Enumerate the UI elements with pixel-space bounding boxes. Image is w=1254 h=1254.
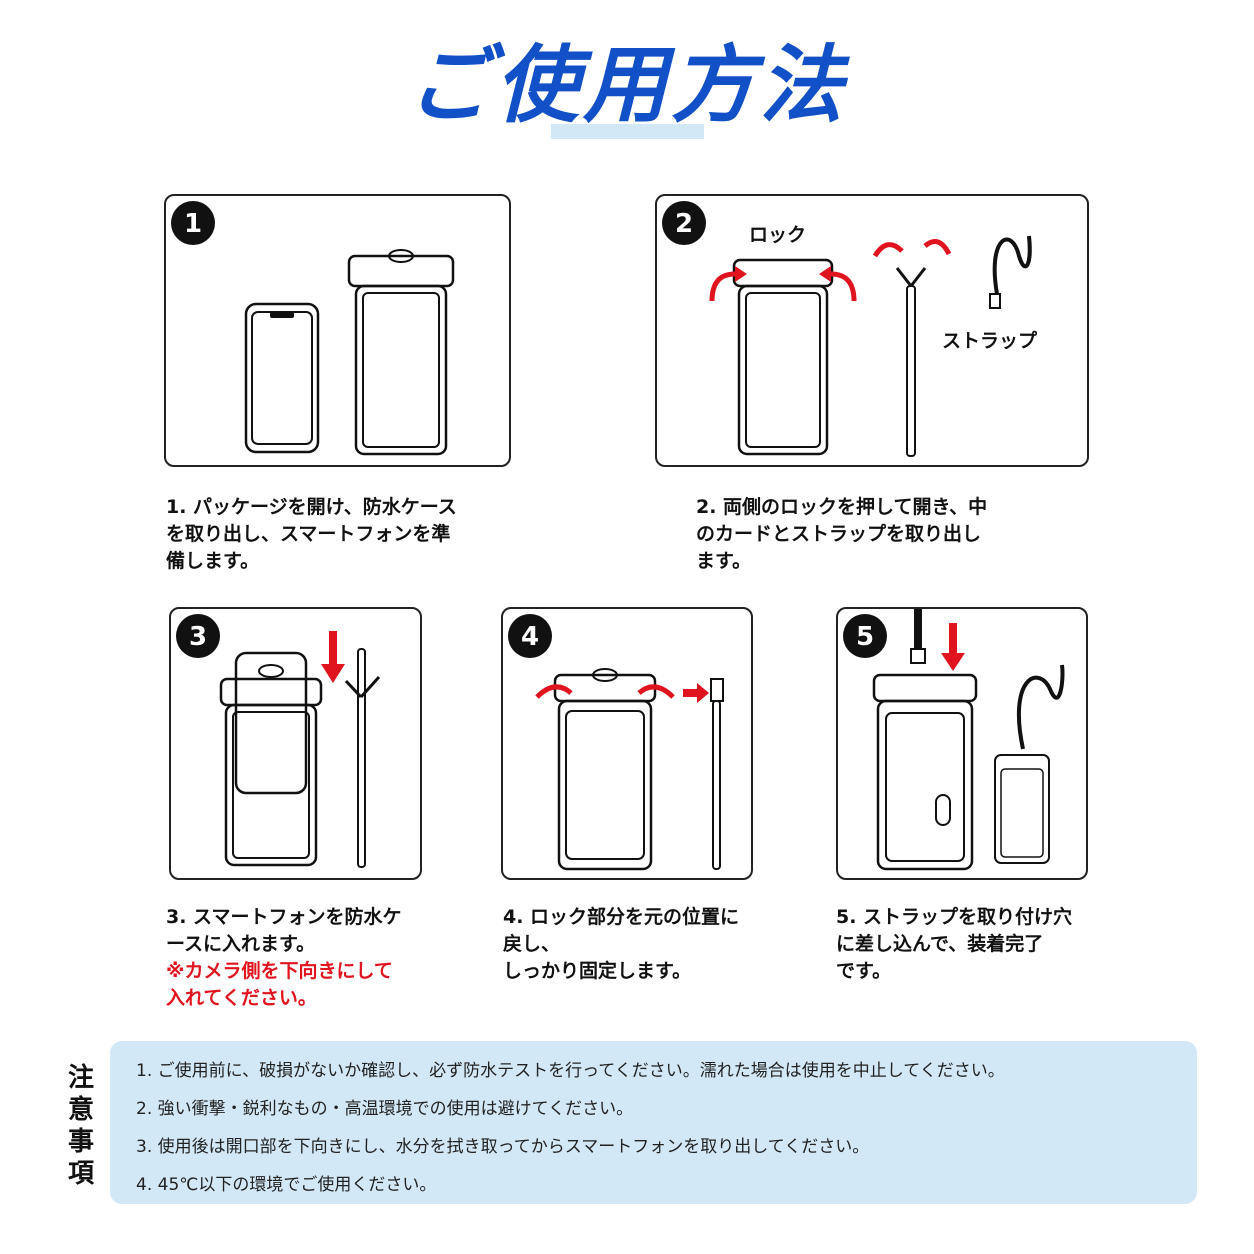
step-2-text: 2. 両側のロックを押して開き、中 のカードとストラップを取り出し ます。 bbox=[696, 496, 988, 572]
step-3-text: 3. スマートフォンを防水ケ ースに入れます。 bbox=[166, 906, 402, 955]
step-1-text: 1. パッケージを開け、防水ケース を取り出し、スマートフォンを準 備します。 bbox=[166, 496, 457, 572]
step-5-illustration: 5 bbox=[843, 609, 1065, 871]
step-1-illustration: 1 bbox=[171, 201, 455, 456]
notes-box bbox=[110, 1041, 1197, 1204]
step-2-illustration: 2 bbox=[662, 201, 1032, 457]
step-3-illustration: 3 bbox=[176, 614, 381, 868]
lock-label: ロック bbox=[749, 224, 807, 246]
notes-heading: 注意事項 bbox=[67, 1063, 94, 1189]
step-4-text: 4. ロック部分を元の位置に 戻し、 しっかり固定します。 bbox=[503, 906, 740, 982]
step-5-text: 5. ストラップを取り付け穴 に差し込んで、装着完了 です。 bbox=[836, 906, 1073, 982]
note-item: 1. ご使用前に、破損がないか確認し、必ず防水テストを行ってください。濡れた場合… bbox=[136, 1061, 1005, 1081]
step-2-panel: 2 ロック ストラップ bbox=[655, 194, 1089, 467]
step-4-panel: 4 bbox=[501, 607, 753, 880]
step-1-panel: 1 bbox=[164, 194, 511, 467]
step-2-number: 2 bbox=[675, 209, 693, 239]
note-item: 4. 45℃以下の環境でご使用ください。 bbox=[136, 1175, 437, 1195]
step-3-panel: 3 bbox=[169, 607, 422, 880]
title-underline bbox=[551, 124, 704, 139]
step-5-number: 5 bbox=[856, 622, 874, 652]
note-item: 2. 強い衝撃・鋭利なもの・高温環境での使用は避けてください。 bbox=[136, 1099, 634, 1119]
note-item: 3. 使用後は開口部を下向きにし、水分を拭き取ってからスマートフォンを取り出して… bbox=[136, 1137, 870, 1157]
step-5-panel: 5 bbox=[836, 607, 1088, 880]
step-1-number: 1 bbox=[184, 209, 202, 239]
step-4-number: 4 bbox=[521, 622, 539, 652]
strap-label: ストラップ bbox=[942, 330, 1038, 352]
page-title: ご使用方法 bbox=[406, 36, 847, 134]
step-3-number: 3 bbox=[189, 622, 207, 652]
step-4-illustration: 4 bbox=[508, 614, 724, 871]
step-3-warning: ※カメラ側を下向きにして 入れてください。 bbox=[166, 960, 393, 1009]
